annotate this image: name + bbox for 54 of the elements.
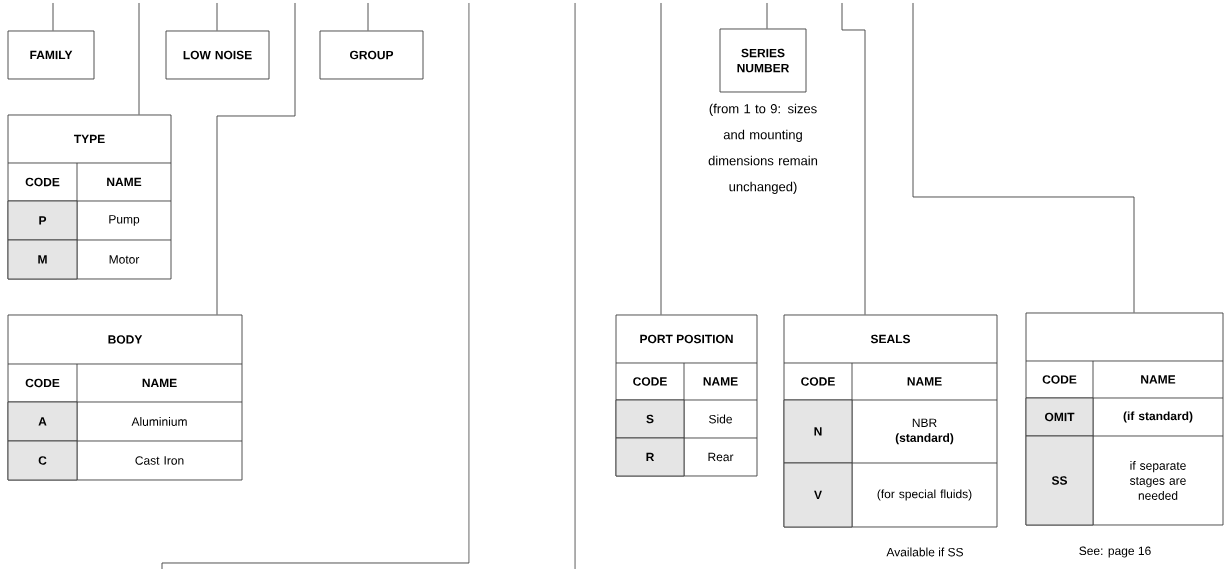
code-table xyxy=(783,314,998,528)
code-cell: M xyxy=(7,239,78,280)
code-cell: A xyxy=(7,401,78,442)
name-text: Motor xyxy=(109,255,140,264)
label-box: LOW NOISE xyxy=(165,30,270,80)
column-header: NAME xyxy=(1141,375,1176,384)
column-header: CODE xyxy=(633,377,667,386)
table-title: PORT POSITION xyxy=(640,334,733,344)
code-table xyxy=(615,314,758,477)
connector-line xyxy=(52,2,54,31)
name-text: (if standard) xyxy=(1123,411,1193,423)
code-cell: V xyxy=(783,462,853,528)
connector-line xyxy=(216,2,296,315)
name-text: Aluminium xyxy=(131,417,187,426)
name-text: if separate stages are needed xyxy=(1130,461,1186,500)
note-text: Available if SS xyxy=(886,547,963,557)
label-box: FAMILY xyxy=(7,30,95,80)
column-header: NAME xyxy=(107,177,142,187)
label-box: SERIES NUMBER xyxy=(719,28,807,93)
connector-line xyxy=(138,2,140,115)
name-text: (for special fluids) xyxy=(877,489,972,501)
column-header: NAME xyxy=(703,377,738,386)
connector-line xyxy=(367,2,369,31)
connector-line xyxy=(841,2,866,315)
code-cell: N xyxy=(783,399,853,464)
code-cell: S xyxy=(615,399,685,439)
connector-line xyxy=(766,2,768,29)
code-table xyxy=(7,114,172,280)
code-cell: P xyxy=(7,200,78,241)
name-text: Side xyxy=(709,414,732,424)
table-title: SEALS xyxy=(870,334,911,344)
name-text: Pump xyxy=(109,215,140,226)
code-table xyxy=(7,314,243,481)
connector-line xyxy=(912,2,1135,313)
table-title: BODY xyxy=(108,335,143,344)
note-text: See: page 16 xyxy=(1079,546,1151,558)
table-title: TYPE xyxy=(74,134,105,144)
label-box: GROUP xyxy=(319,30,424,80)
column-header: CODE xyxy=(1042,375,1077,384)
code-cell: C xyxy=(7,440,78,481)
column-header: NAME xyxy=(907,377,942,386)
name-text: Rear xyxy=(708,452,734,462)
name-text: Cast Iron xyxy=(135,456,184,465)
note-text: (from 1 to 9: sizes and mounting dimensions remain unchanged) xyxy=(708,103,818,194)
connector-line xyxy=(216,2,218,31)
column-header: NAME xyxy=(142,378,177,388)
column-header: CODE xyxy=(801,377,835,386)
connector-line xyxy=(660,2,662,315)
column-header: CODE xyxy=(25,378,60,388)
code-table xyxy=(1025,312,1224,526)
name-text: NBR (standard) xyxy=(895,418,954,445)
code-cell: OMIT xyxy=(1025,397,1094,437)
code-cell: R xyxy=(615,437,685,477)
column-header: CODE xyxy=(25,177,60,187)
